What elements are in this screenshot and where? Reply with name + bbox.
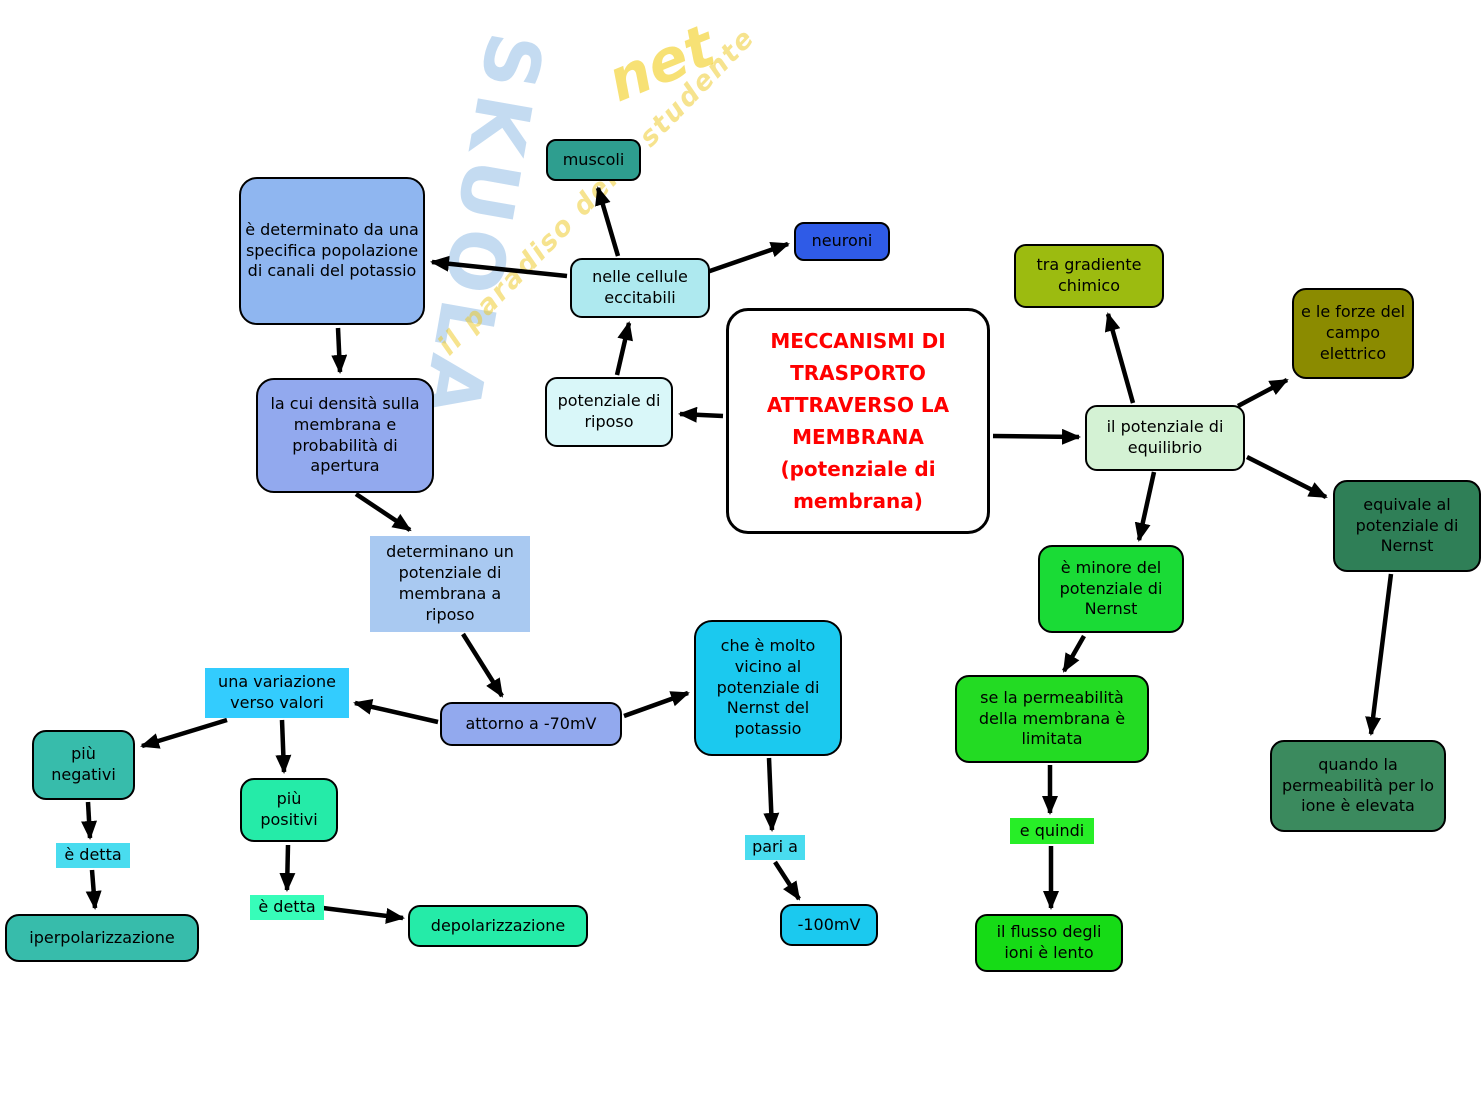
arrow-determinato-to-densita (331, 327, 348, 374)
arrow-nelle-cellule-to-muscoli (595, 186, 621, 257)
node-potenziale-di-equilibrio: il potenziale di equilibrio (1085, 405, 1245, 471)
arrow-piu-positivi-to-e-detta-dx (279, 844, 296, 892)
node-tra-gradiente-chimico: tra gradiente chimico (1014, 244, 1164, 308)
node-iperpolarizzazione: iperpolarizzazione (5, 914, 199, 962)
node-densita-membrana: la cui densità sulla membrana e probabil… (256, 378, 434, 493)
arrow-nelle-cellule-to-determinato (430, 255, 568, 279)
arrow-piu-negativi-to-e-detta-sx (81, 801, 98, 840)
node-piu-negativi: più negativi (32, 730, 135, 800)
node-permeabilita-elevata: quando la permeabilità per lo ione è ele… (1270, 740, 1446, 832)
arrow-e-detta-sx-to-iperpolarizzazione (85, 869, 102, 910)
node-minus-100mv: -100mV (780, 904, 878, 946)
node-muscoli: muscoli (546, 139, 641, 181)
node-central-title: MECCANISMI DI TRASPORTO ATTRAVERSO LA ME… (726, 308, 990, 534)
arrow-variazione-to-piu-negativi (140, 717, 228, 749)
node-potenziale-di-riposo: potenziale di riposo (545, 377, 673, 447)
node-determinato-da-canali-potassio: è determinato da una specifica popolazio… (239, 177, 425, 325)
arrow-central-to-equilibrio (992, 428, 1081, 445)
node-una-variazione-verso-valori: una variazione verso valori (205, 668, 349, 718)
arrow-equilibrio-to-gradiente (1104, 312, 1136, 404)
arrow-attorno70-to-vicino-nernst (623, 690, 690, 719)
arrow-equilibrio-to-equivale (1245, 454, 1328, 500)
node-attorno-a-70mv: attorno a -70mV (440, 702, 622, 746)
arrow-minore-to-permeab-limitata (1062, 634, 1086, 673)
node-depolarizzazione: depolarizzazione (408, 905, 588, 947)
node-pari-a: pari a (745, 835, 805, 860)
node-vicino-nernst-potassio: che è molto vicino al potenziale di Nern… (694, 620, 842, 756)
arrow-central-to-riposo (678, 406, 724, 423)
node-e-quindi: e quindi (1010, 818, 1094, 844)
node-e-detta-right: è detta (250, 895, 324, 920)
arrow-attorno70-to-variazione (353, 698, 439, 725)
arrow-equivale-to-permeab-elevata (1365, 573, 1394, 736)
node-equivale-potenziale-nernst: equivale al potenziale di Nernst (1333, 480, 1481, 572)
arrow-pari-a-to-minus100 (773, 860, 801, 901)
arrow-variazione-to-piu-positivi (275, 719, 292, 774)
arrow-densita-to-determinano (354, 492, 412, 532)
node-e-detta-left: è detta (56, 843, 130, 868)
arrow-riposo-to-nelle-cellule (614, 321, 633, 376)
node-minore-potenziale-nernst: è minore del potenziale di Nernst (1038, 545, 1184, 633)
node-determinano-potenziale-riposo: determinano un potenziale di membrana a … (370, 536, 530, 632)
node-flusso-ioni-lento: il flusso degli ioni è lento (975, 914, 1123, 972)
arrow-equilibrio-to-minore (1134, 471, 1157, 542)
node-nelle-cellule-eccitabili: nelle cellule eccitabili (570, 258, 710, 318)
arrow-determinano-to-attorno70 (461, 632, 504, 698)
arrow-vicino-nernst-to-pari-a (763, 757, 780, 832)
node-piu-positivi: più positivi (240, 778, 338, 842)
arrow-e-detta-dx-to-depolarizzazione (322, 905, 405, 924)
node-forze-campo-elettrico: e le forze del campo elettrico (1292, 288, 1414, 379)
arrow-nelle-cellule-to-neuroni (706, 241, 790, 275)
node-neuroni: neuroni (794, 222, 890, 261)
node-permeabilita-limitata: se la permeabilità della membrana è limi… (955, 675, 1149, 763)
arrow-equilibrio-to-forze (1236, 378, 1289, 408)
